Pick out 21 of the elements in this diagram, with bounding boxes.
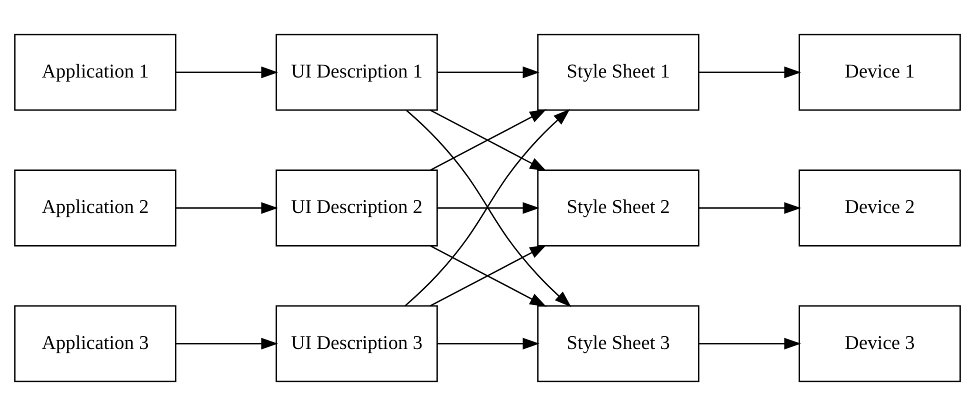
node-box: Style Sheet 3 bbox=[537, 304, 700, 382]
node-box: UI Description 2 bbox=[276, 169, 438, 246]
arrow bbox=[437, 337, 540, 350]
node-box: Style Sheet 1 bbox=[537, 33, 700, 110]
node-box: Device 2 bbox=[798, 169, 961, 246]
node-box: Application 3 bbox=[14, 304, 176, 382]
arrow bbox=[698, 202, 802, 214]
arrow bbox=[176, 337, 278, 350]
node-box: Device 3 bbox=[798, 304, 961, 382]
node-box: Application 1 bbox=[14, 33, 176, 110]
node-box: UI Description 3 bbox=[276, 304, 438, 382]
arrow bbox=[176, 202, 278, 214]
node-box: Style Sheet 2 bbox=[537, 169, 700, 246]
arrow bbox=[698, 66, 802, 78]
node-box: Application 2 bbox=[14, 169, 176, 246]
arrow bbox=[698, 337, 802, 350]
arrow bbox=[176, 66, 278, 78]
node-box: UI Description 1 bbox=[276, 33, 438, 110]
arrow bbox=[437, 202, 540, 214]
node-box: Device 1 bbox=[798, 33, 961, 110]
arrow bbox=[437, 66, 540, 78]
